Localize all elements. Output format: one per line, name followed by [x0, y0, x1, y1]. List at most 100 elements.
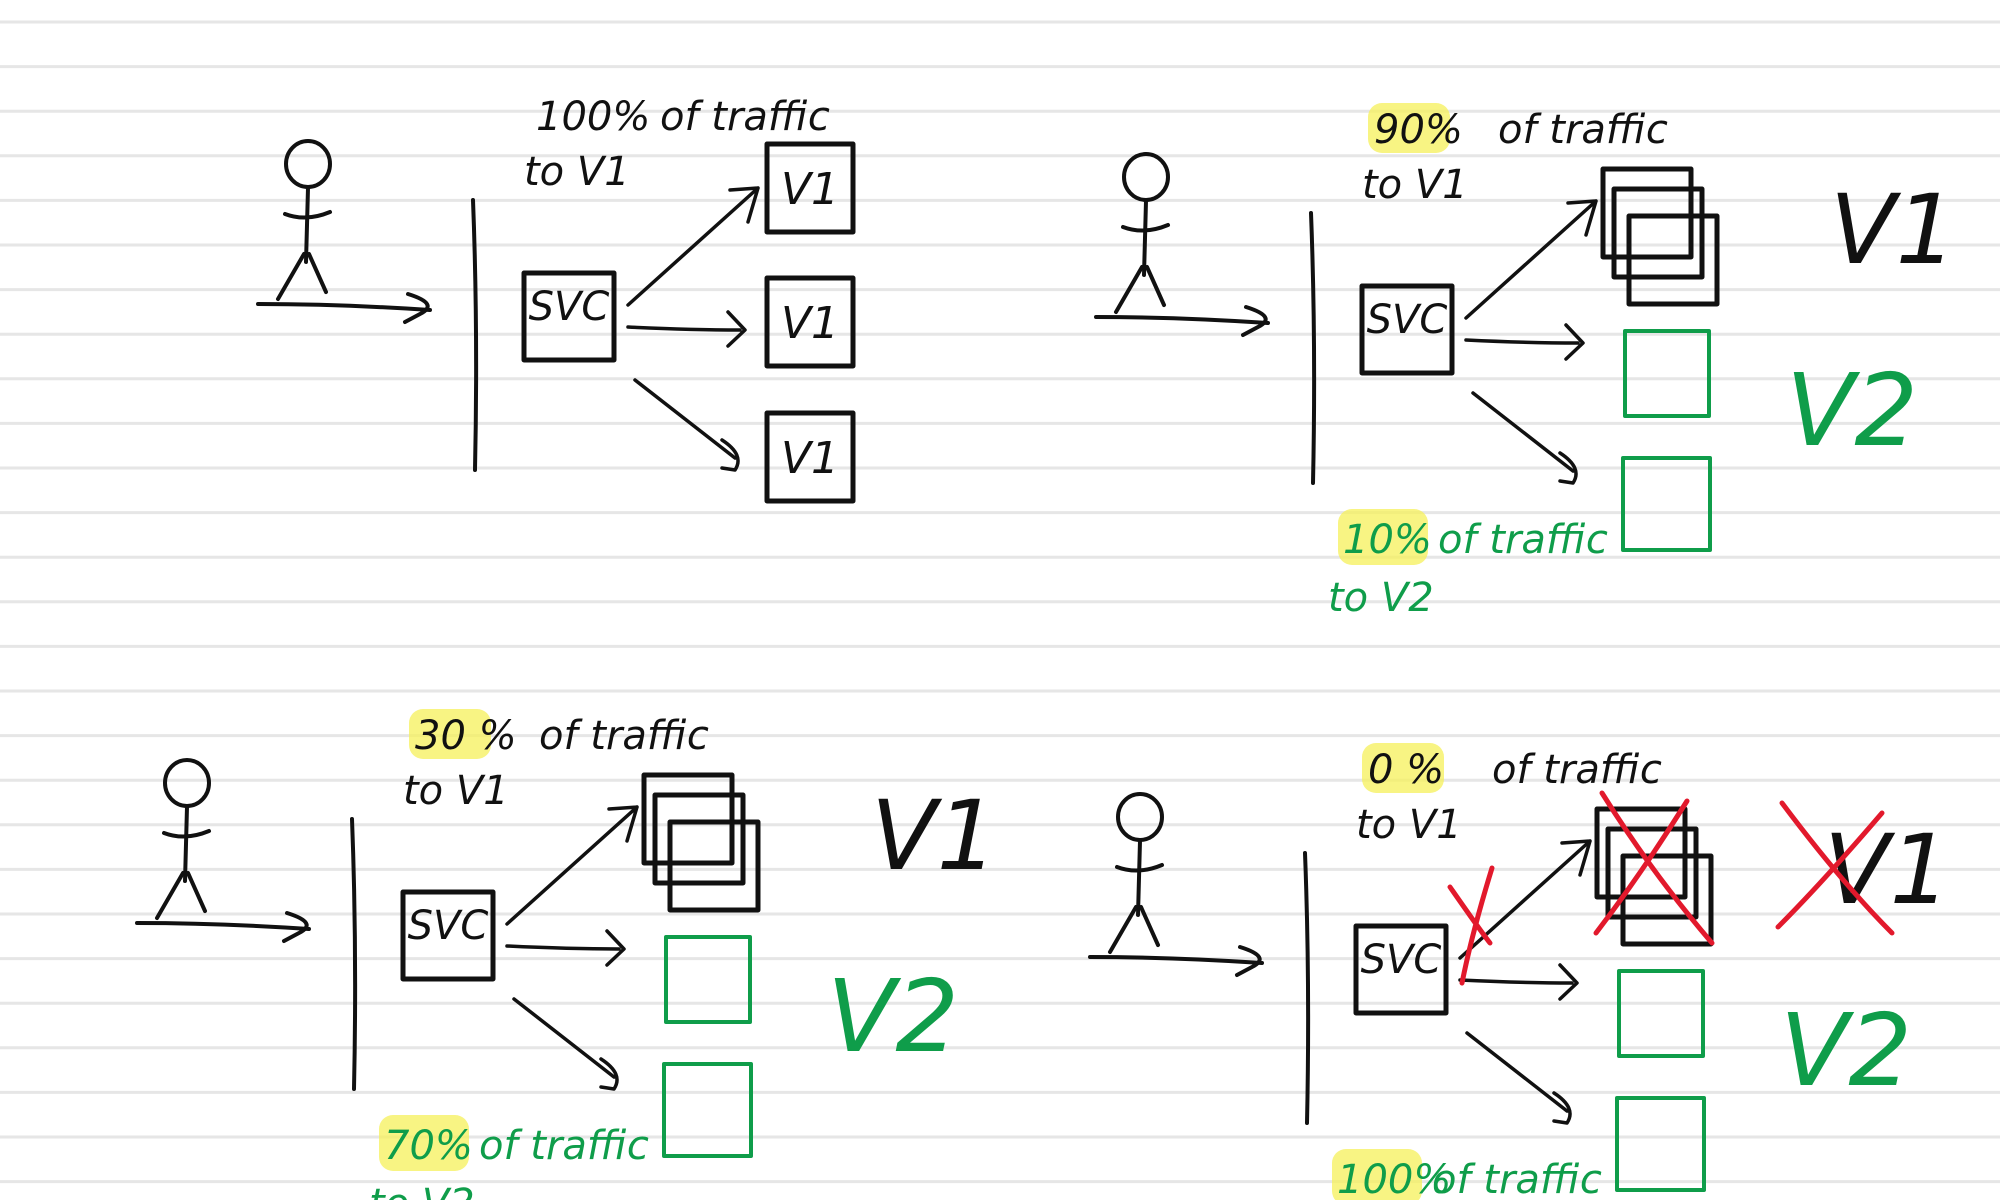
v1-group-label: V1 — [871, 780, 998, 892]
v1-instance — [1594, 806, 1688, 900]
service-label: SVC — [1361, 937, 1442, 983]
user-body — [183, 805, 189, 883]
arrow-shaft — [1094, 315, 1270, 325]
incoming-arrow-icon — [135, 911, 311, 943]
user-head — [284, 139, 332, 189]
route-arrow-mid-icon — [1464, 323, 1585, 361]
ingress-bar — [1309, 211, 1317, 485]
service-box: SVC — [1353, 923, 1449, 1016]
user-arms — [1115, 863, 1164, 873]
v1-caption-rest: of traffic — [660, 94, 830, 140]
incoming-arrow-icon — [256, 292, 432, 324]
routing-arrows — [1458, 839, 1592, 1125]
v1-instance-stack — [1600, 166, 1720, 307]
strike-marks — [1447, 790, 1895, 986]
v1-percent: 30 % — [415, 713, 517, 759]
v1-percent: 0 % — [1368, 747, 1444, 793]
arrow-head — [282, 911, 309, 943]
highlight-mark — [409, 709, 491, 759]
service-label: SVC — [408, 903, 489, 949]
route-arrow-up-icon — [1464, 199, 1598, 320]
v1-instance-frame — [764, 141, 856, 235]
v1-instance-frame — [764, 410, 856, 504]
route-arrow-up-icon — [505, 805, 639, 926]
notebook-rules — [0, 20, 2000, 1184]
route-arrow-down-icon — [1471, 391, 1578, 485]
v2-caption-target: to V2 — [1328, 575, 1434, 621]
v2-instance — [1617, 969, 1705, 1058]
route-arrow-down-icon — [1465, 1031, 1572, 1125]
v1-caption-rest: of traffic — [1492, 747, 1662, 793]
v2-caption-target: to V2 — [369, 1181, 475, 1200]
incoming-arrow-icon — [1094, 305, 1270, 337]
v2-instances — [662, 935, 753, 1158]
highlight-mark — [1338, 509, 1428, 565]
user-legs — [1114, 265, 1166, 314]
v2-instances — [1621, 329, 1712, 552]
highlight-mark — [1362, 743, 1444, 793]
v1-instance — [1605, 826, 1699, 920]
arrow-shaft — [1088, 955, 1264, 965]
v1-instance — [641, 772, 735, 866]
v2-instance — [1621, 456, 1712, 552]
routing-arrows — [626, 186, 760, 472]
v2-caption-rest: of traffic — [1438, 517, 1608, 563]
v1-percent: 100% — [536, 94, 650, 140]
v2-percent: 10% — [1343, 517, 1432, 563]
service-box-frame — [400, 889, 496, 982]
user-icon — [1108, 792, 1164, 954]
v1-instance: V1 — [764, 275, 856, 369]
v1-instance: V1 — [764, 410, 856, 504]
user-legs — [276, 252, 328, 301]
route-arrow-up-icon — [1458, 839, 1592, 960]
v2-percent: 70% — [384, 1123, 473, 1169]
v1-group-label: V1 — [1824, 814, 1951, 926]
v1-instance-label: V1 — [781, 164, 839, 215]
arrow-shaft — [135, 921, 311, 931]
v2-caption-rest: of traffic — [479, 1123, 649, 1169]
v1-instance — [652, 792, 746, 886]
user-icon — [276, 139, 332, 301]
v2-instance — [662, 1062, 753, 1158]
service-box: SVC — [400, 889, 496, 982]
v1-instance-stack — [1594, 806, 1714, 947]
ingress-bar — [350, 817, 358, 1091]
v1-instance-label: V1 — [781, 298, 839, 349]
v1-instance-label: V1 — [781, 433, 839, 484]
arrow-head — [1241, 305, 1268, 337]
service-label: SVC — [529, 284, 610, 330]
v1-traffic-caption: 100%of traffic to V1 — [524, 94, 830, 195]
service-box-frame — [521, 270, 617, 363]
user-head — [1122, 152, 1170, 202]
v2-group-label: V2 — [827, 958, 959, 1075]
ingress-bar — [1303, 851, 1311, 1125]
user-arms — [1121, 223, 1170, 233]
route-arrow-mid-icon — [626, 310, 747, 348]
highlight-mark — [1368, 103, 1450, 153]
v1-caption-target: to V1 — [403, 768, 509, 814]
user-body — [1136, 839, 1142, 917]
v1-caption-target: to V1 — [524, 149, 630, 195]
user-head — [163, 758, 211, 808]
v1-instance-stack — [641, 772, 761, 913]
v1-caption-target: to V1 — [1362, 162, 1468, 208]
route-arrow-down-icon — [512, 997, 619, 1091]
v1-instance — [1626, 213, 1720, 307]
v1-group-label: V1 — [1830, 174, 1957, 286]
service-box: SVC — [1359, 283, 1455, 376]
v1-instance: V1 — [764, 141, 856, 235]
service-box: SVC — [521, 270, 617, 363]
user-body — [1142, 199, 1148, 277]
v2-instances — [1615, 969, 1706, 1192]
v2-percent: 100% — [1337, 1157, 1451, 1200]
v1-instance — [1600, 166, 1694, 260]
user-legs — [155, 871, 207, 920]
